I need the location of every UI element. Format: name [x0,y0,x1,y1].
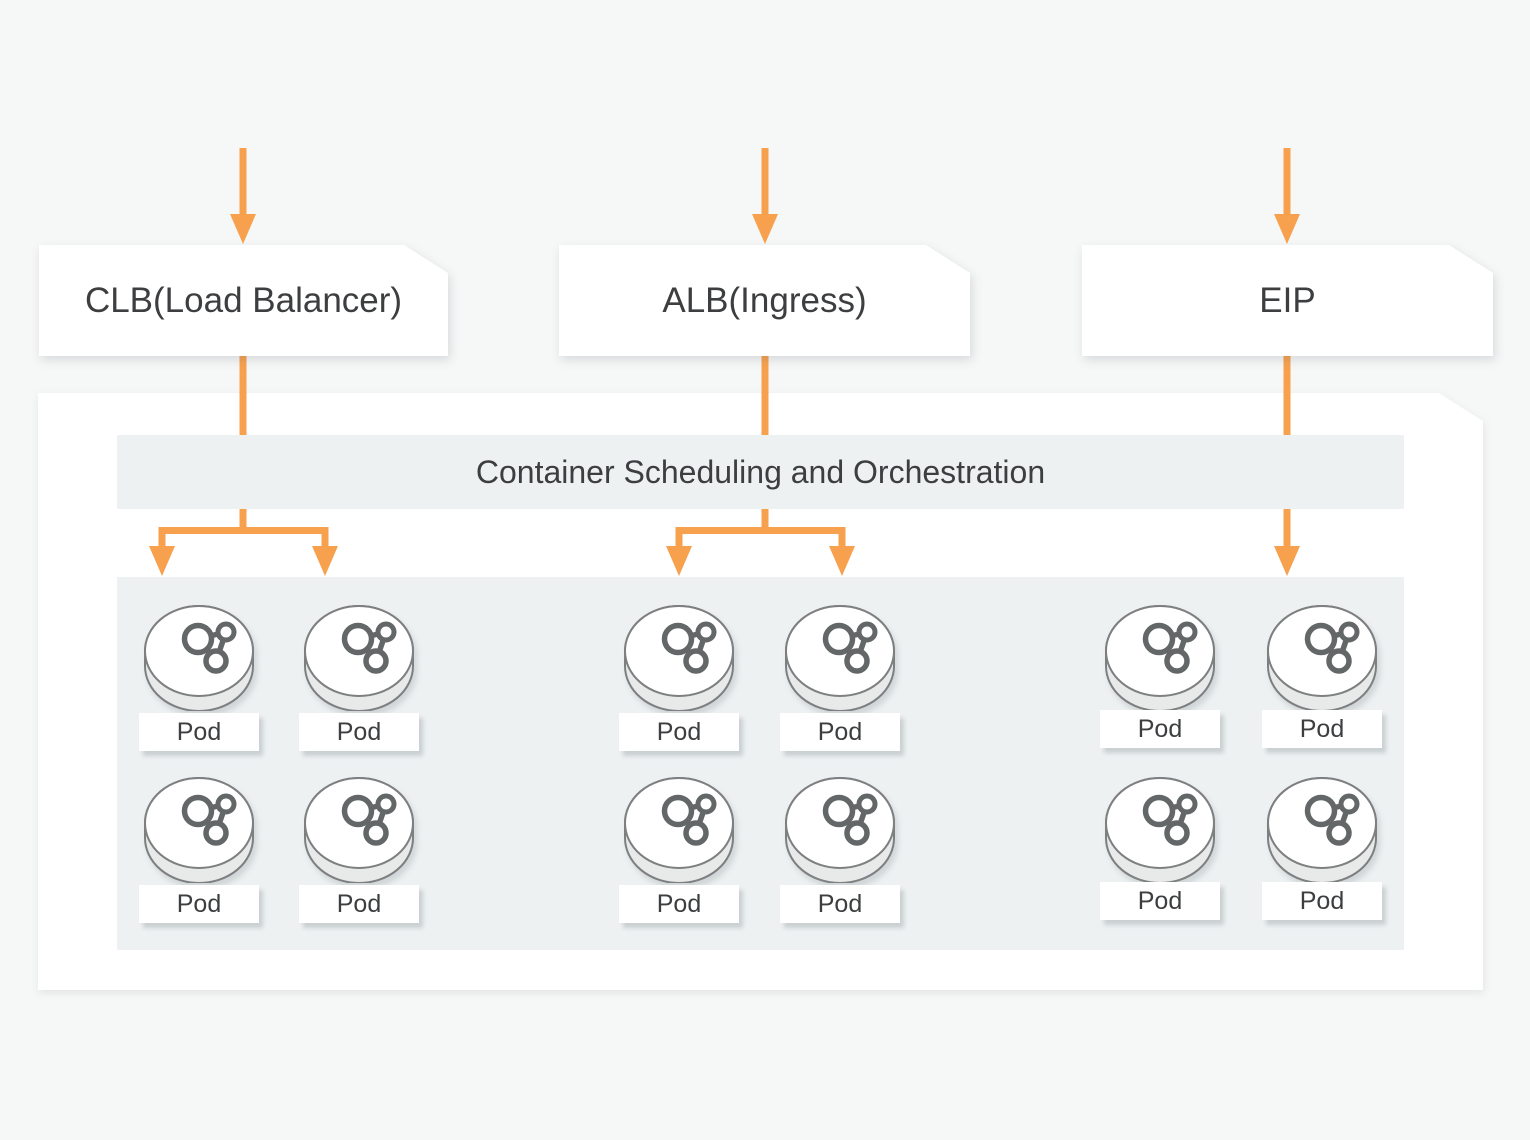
pod-icon [304,777,414,883]
pod-icon [624,605,734,711]
pod-icon [1267,605,1377,711]
pod-label: Pod [780,885,900,923]
pod-label: Pod [139,713,259,751]
pod-label: Pod [1262,710,1382,748]
pod-node [624,605,734,711]
pod-node [1105,777,1215,883]
pod-icon [1267,777,1377,883]
cluster-header-label: Container Scheduling and Orchestration [475,453,1046,490]
pod-icon [785,777,895,883]
pod-label: Pod [1262,882,1382,920]
pod-label: Pod [619,713,739,751]
pod-icon [1105,777,1215,883]
pod-node [304,605,414,711]
eip-box: EIP [1082,245,1493,356]
alb-box-label: ALB(Ingress) [662,280,867,320]
pod-node [144,605,254,711]
cluster-header: Container Scheduling and Orchestration [117,435,1404,509]
pod-node [785,605,895,711]
pod-node [304,777,414,883]
eip-box-label: EIP [1259,280,1316,320]
pod-label: Pod [139,885,259,923]
clb-inbound-arrow [230,148,256,244]
alb-inbound-arrow [752,148,778,244]
pod-node [1267,605,1377,711]
pod-node [785,777,895,883]
pod-icon [624,777,734,883]
pod-label: Pod [1100,710,1220,748]
alb-box: ALB(Ingress) [559,245,970,356]
pod-icon [785,605,895,711]
pod-node [624,777,734,883]
pod-label: Pod [1100,882,1220,920]
clb-box-label: CLB(Load Balancer) [84,280,403,320]
pod-label: Pod [299,713,419,751]
pod-icon [144,605,254,711]
pod-node [1105,605,1215,711]
pod-icon [304,605,414,711]
clb-box: CLB(Load Balancer) [39,245,448,356]
pod-icon [144,777,254,883]
pod-label: Pod [619,885,739,923]
pod-node [144,777,254,883]
eip-inbound-arrow [1274,148,1300,244]
pod-label: Pod [299,885,419,923]
pod-label: Pod [780,713,900,751]
pod-icon [1105,605,1215,711]
pod-node [1267,777,1377,883]
